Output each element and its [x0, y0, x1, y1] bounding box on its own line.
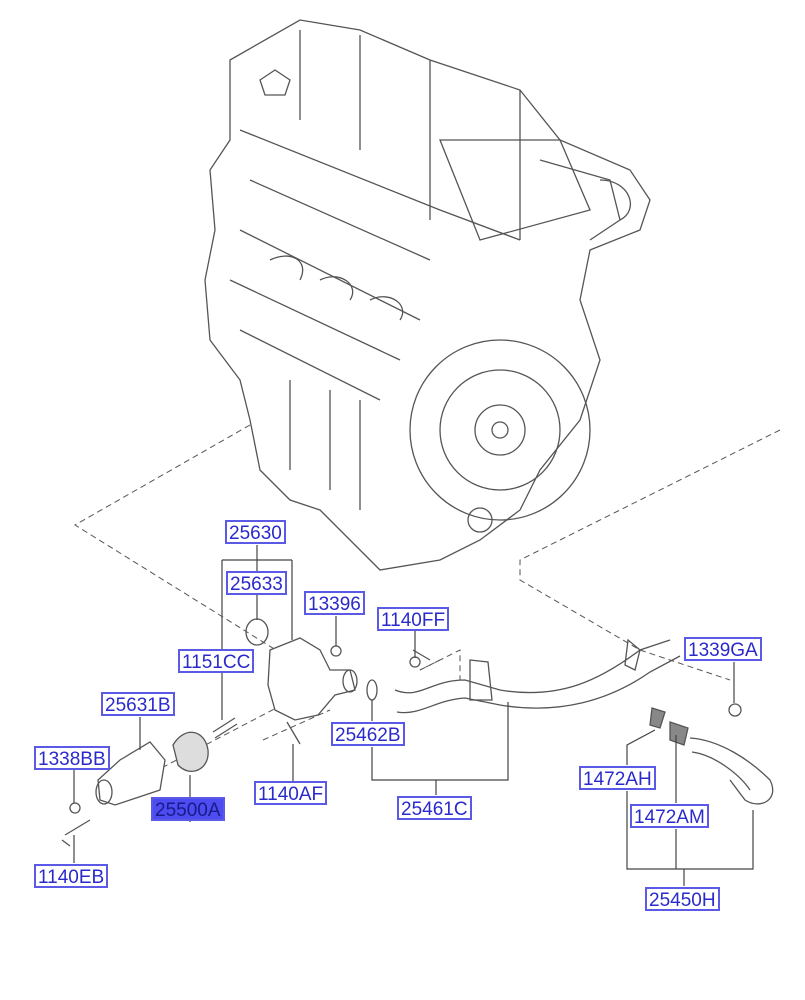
part-label-1472AH[interactable]: 1472AH [579, 766, 656, 790]
part-label-1140EB[interactable]: 1140EB [34, 864, 109, 888]
part-label-1339GA[interactable]: 1339GA [684, 637, 762, 661]
part-label-25461C[interactable]: 25461C [397, 796, 472, 820]
part-label-25631B[interactable]: 25631B [101, 692, 175, 716]
part-label-1338BB[interactable]: 1338BB [34, 746, 110, 770]
part-label-25450H[interactable]: 25450H [645, 887, 720, 911]
part-label-1472AM[interactable]: 1472AM [630, 804, 709, 828]
part-label-25630[interactable]: 25630 [225, 520, 286, 544]
part-label-25633[interactable]: 25633 [226, 571, 287, 595]
part-label-13396[interactable]: 13396 [304, 591, 365, 615]
part-label-1151CC[interactable]: 1151CC [178, 649, 255, 673]
water-pipe-drawing [394, 638, 774, 805]
part-label-25462B[interactable]: 25462B [331, 722, 405, 746]
engine-assembly-drawing [204, 19, 651, 571]
part-label-25500A-selected[interactable]: 25500A [151, 797, 225, 821]
part-label-1140FF[interactable]: 1140FF [377, 607, 450, 631]
part-label-1140AF[interactable]: 1140AF [254, 781, 328, 805]
